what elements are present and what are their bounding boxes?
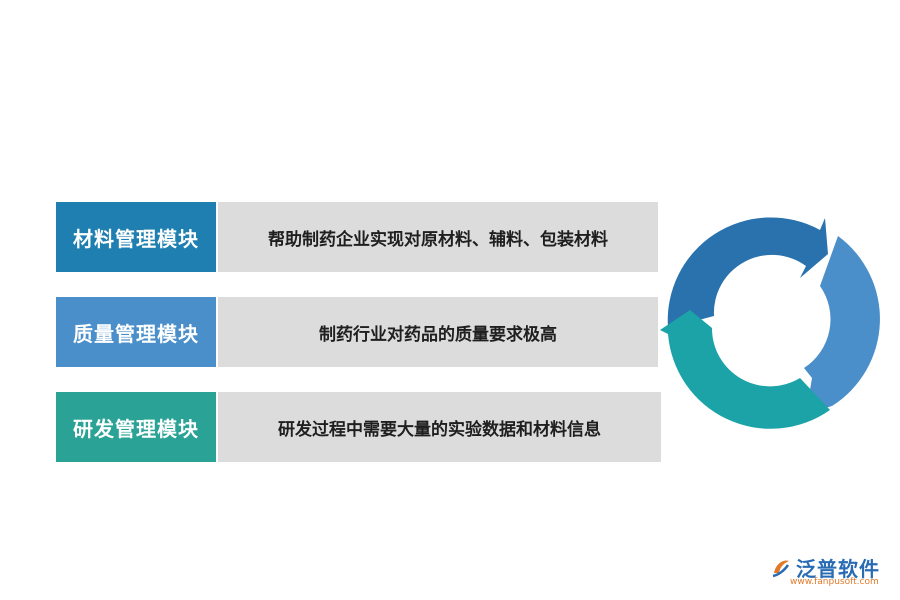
module-label-material: 材料管理模块 [56, 202, 216, 272]
brand-name: 泛普软件 [796, 557, 880, 581]
cycle-arrows-icon [660, 217, 880, 429]
module-label-rnd: 研发管理模块 [56, 392, 216, 462]
brand-url: www.fanpusoft.com [790, 577, 879, 587]
module-row-rnd: 研发管理模块 研发过程中需要大量的实验数据和材料信息 [56, 392, 661, 462]
module-desc-rnd: 研发过程中需要大量的实验数据和材料信息 [216, 392, 661, 462]
cycle-arrow-bottom [660, 310, 830, 429]
brand-logo: 泛普软件 [770, 553, 880, 582]
fanpu-logo-icon [772, 560, 790, 577]
module-label-quality: 质量管理模块 [56, 297, 216, 367]
module-desc-quality: 制药行业对药品的质量要求极高 [216, 297, 658, 367]
module-row-quality: 质量管理模块 制药行业对药品的质量要求极高 [56, 297, 658, 367]
module-row-material: 材料管理模块 帮助制药企业实现对原材料、辅料、包装材料 [56, 202, 658, 272]
cycle-arrow-right [804, 236, 880, 414]
cycle-arrow-top [667, 217, 828, 328]
module-desc-material: 帮助制药企业实现对原材料、辅料、包装材料 [216, 202, 658, 272]
